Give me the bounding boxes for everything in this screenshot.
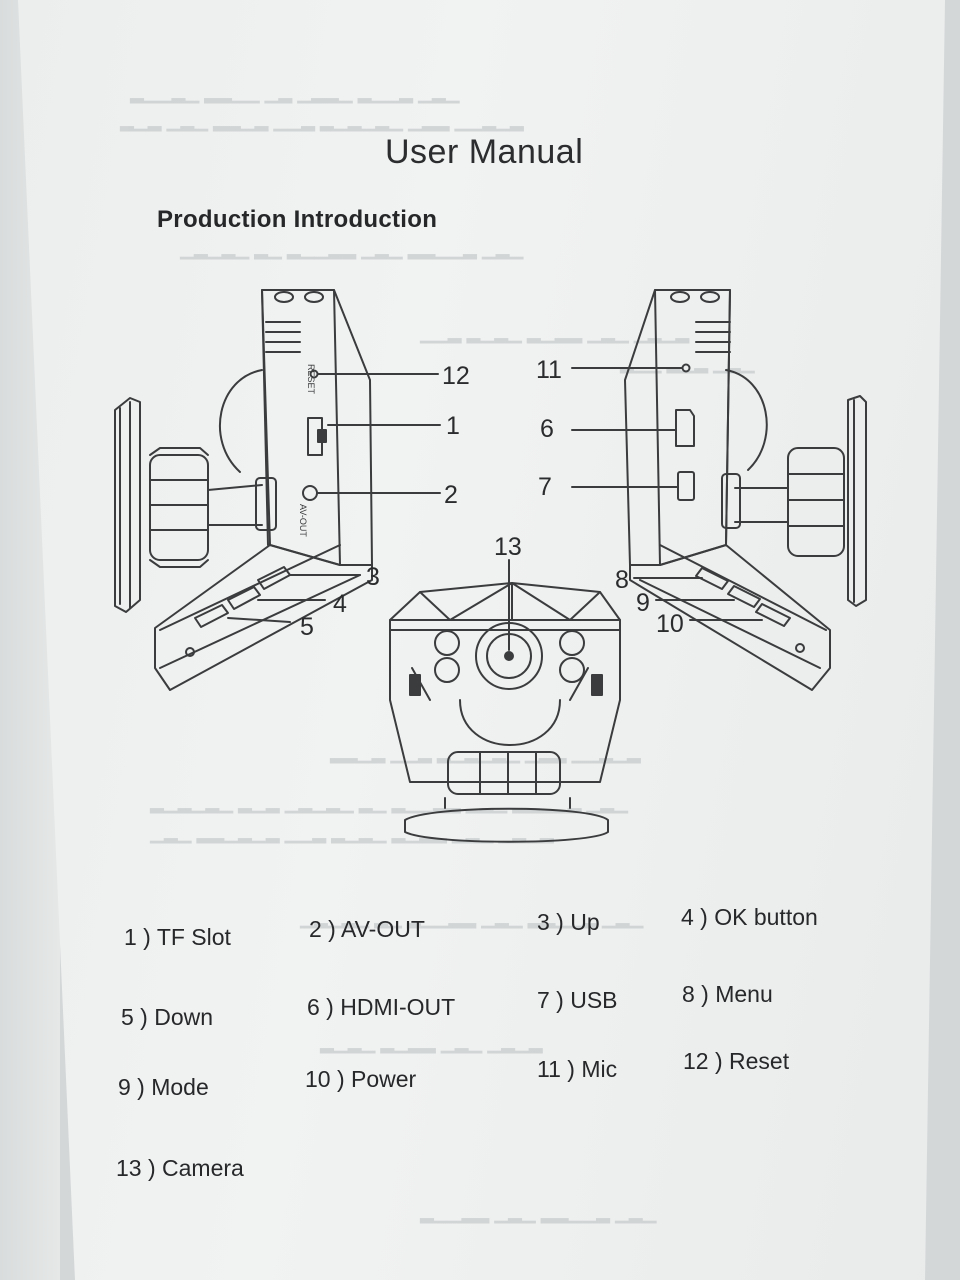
av-port-label: AV-OUT [298,504,308,537]
callout-1: 1 [446,412,460,440]
callout-2: 2 [444,481,458,509]
callout-5: 5 [300,613,314,641]
callout-3: 3 [366,563,380,591]
callout-4: 4 [333,590,347,618]
legend-item-mic: 11 ) Mic [537,1056,618,1082]
legend-item-tf-slot: 1 ) TF Slot [124,924,231,950]
manual-title: User Manual [385,133,584,171]
legend-item-ok-button: 4 ) OK button [681,904,818,930]
legend-item-down: 5 ) Down [121,1004,214,1030]
legend-item-usb: 7 ) USB [537,987,618,1013]
front-view [389,559,621,843]
callout-9: 9 [636,589,650,617]
section-title: Production Introduction [157,206,438,233]
callout-8: 8 [615,566,629,594]
legend-item-up: 3 ) Up [537,909,600,935]
callout-6: 6 [540,415,554,443]
right-side-view [571,289,867,691]
callout-12: 12 [442,362,470,390]
callout-11: 11 [536,356,562,384]
legend-item-power: 10 ) Power [305,1066,417,1092]
left-side-view [114,289,441,691]
legend-item-hdmi-out: 6 ) HDMI-OUT [307,994,456,1020]
callout-10: 10 [656,610,684,638]
callout-13: 13 [494,533,522,561]
legend-item-menu: 8 ) Menu [682,981,773,1007]
legend-item-av-out: 2 ) AV-OUT [309,916,425,942]
legend-item-reset: 12 ) Reset [683,1048,790,1074]
callout-7: 7 [538,473,552,501]
legend-item-mode: 9 ) Mode [118,1074,209,1100]
legend-item-camera: 13 ) Camera [116,1155,244,1181]
reset-port-label: RESET [306,364,316,395]
